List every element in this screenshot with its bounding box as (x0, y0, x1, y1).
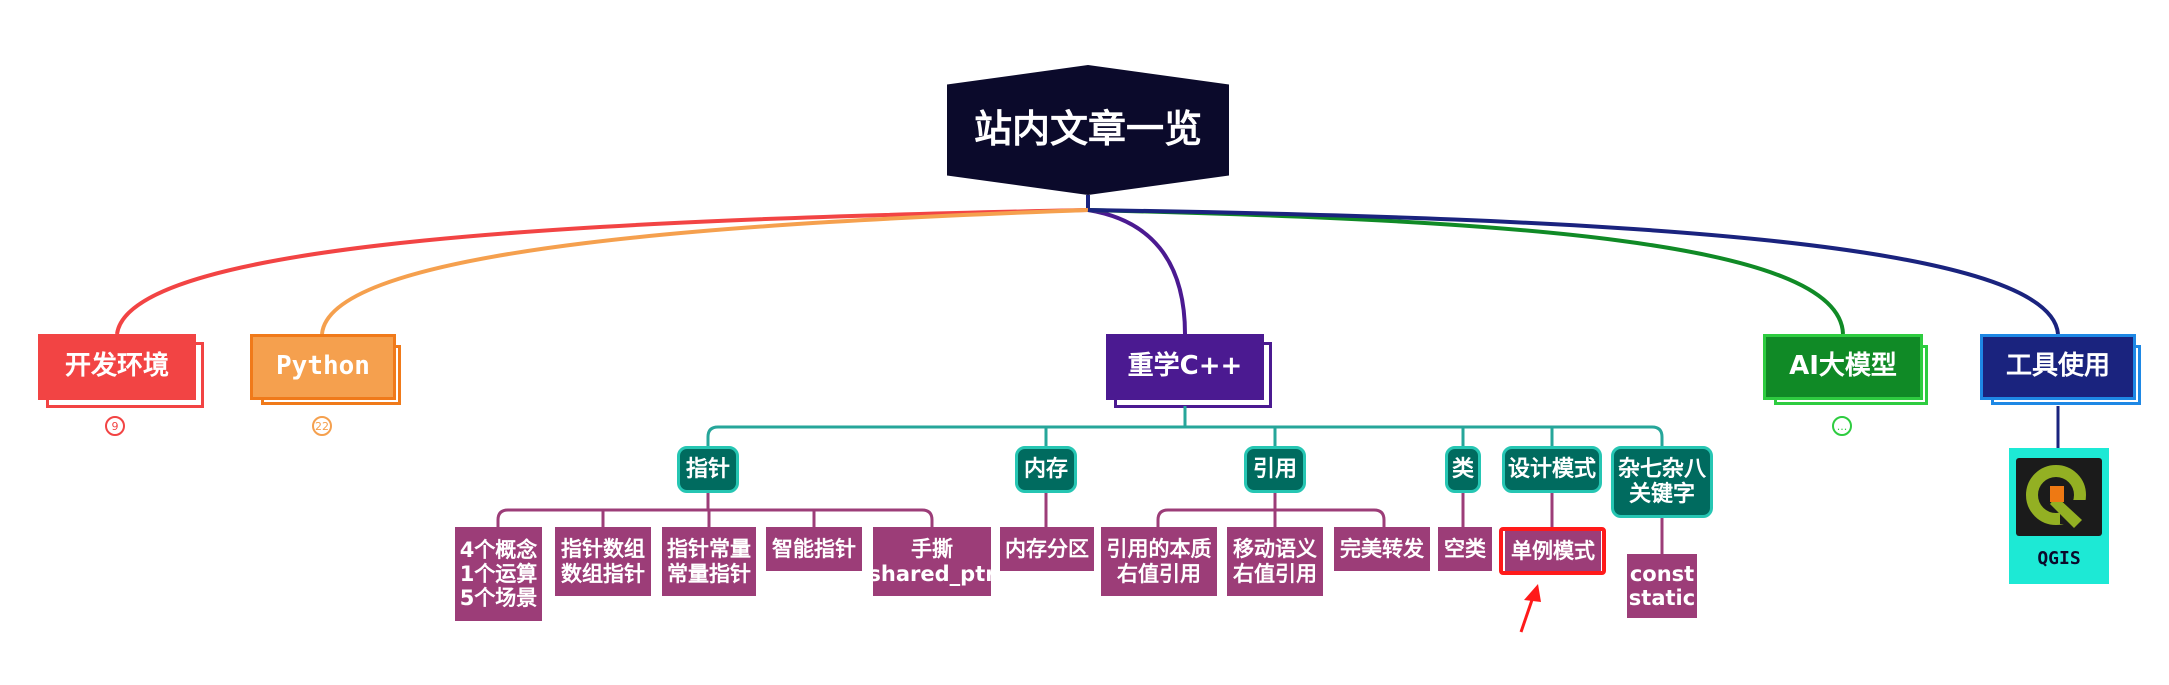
branch-cpp[interactable]: 重学C++ (1106, 334, 1272, 408)
article-pointer-const[interactable]: 指针常量 常量指针 (662, 527, 756, 596)
article-rvalue-ref[interactable]: 引用的本质 右值引用 (1101, 527, 1217, 596)
article-singleton[interactable]: 单例模式 (1505, 531, 1601, 571)
article-label: 完美转发 (1340, 536, 1424, 561)
article-shared-ptr[interactable]: 手撕 shared_ptr (868, 527, 996, 596)
article-label: 4个概念 1个运算 5个场景 (459, 537, 538, 611)
branch-tools[interactable]: 工具使用 (1980, 334, 2141, 405)
article-const-static[interactable]: const static (1627, 554, 1697, 618)
article-label: const static (1628, 561, 1696, 610)
topic-label: 内存 (1023, 456, 1068, 482)
topic-class[interactable]: 类 (1445, 446, 1481, 493)
count-text: 22 (315, 419, 329, 433)
count-text: ... (1836, 419, 1848, 433)
annotation-arrow (1519, 584, 1541, 633)
topic-label: 指针 (685, 456, 730, 482)
topic-label: 设计模式 (1507, 456, 1596, 482)
article-label: 内存分区 (1005, 536, 1089, 561)
topic-design-patterns[interactable]: 设计模式 (1502, 446, 1602, 493)
branch-dev-env[interactable]: 开发环境 (38, 334, 204, 408)
branch-label: 开发环境 (64, 351, 169, 382)
article-move-semantics[interactable]: 移动语义 右值引用 (1227, 527, 1323, 596)
topic-reference[interactable]: 引用 (1244, 446, 1306, 493)
topic-label: 引用 (1252, 456, 1297, 482)
collapsed-count-badge[interactable]: 9 (105, 416, 125, 436)
article-label: 指针常量 常量指针 (667, 537, 751, 586)
branch-label: AI大模型 (1789, 351, 1897, 382)
topic-label: 杂七杂八 关键字 (1617, 456, 1706, 507)
qgis-logo-icon (2016, 458, 2102, 536)
topic-label: 类 (1451, 456, 1474, 482)
article-label: 空类 (1444, 536, 1486, 561)
tool-label: QGIS (2037, 548, 2081, 569)
topic-memory[interactable]: 内存 (1015, 446, 1077, 493)
article-perfect-forwarding[interactable]: 完美转发 (1334, 527, 1430, 571)
article-label: 指针数组 数组指针 (561, 537, 645, 586)
article-pointer-array[interactable]: 指针数组 数组指针 (555, 527, 651, 596)
article-label: 引用的本质 右值引用 (1106, 537, 1212, 586)
branch-label: 重学C++ (1127, 351, 1243, 382)
article-pointer-concepts[interactable]: 4个概念 1个运算 5个场景 (455, 527, 542, 621)
article-smart-pointer[interactable]: 智能指针 (766, 527, 862, 571)
topic-pointer[interactable]: 指针 (677, 446, 739, 493)
branch-label: Python (276, 351, 370, 382)
branch-ai[interactable]: AI大模型 (1763, 334, 1928, 405)
article-label: 手撕 shared_ptr (868, 537, 996, 586)
article-label: 单例模式 (1511, 538, 1595, 563)
branch-python[interactable]: Python (250, 334, 401, 405)
article-memory-layout[interactable]: 内存分区 (1000, 527, 1094, 571)
root-node[interactable]: 站内文章一览 (947, 65, 1229, 195)
article-label: 智能指针 (772, 536, 856, 561)
tool-qgis[interactable]: QGIS (2009, 448, 2109, 584)
collapsed-count-badge[interactable]: 22 (312, 416, 332, 436)
count-text: 9 (111, 419, 119, 433)
branch-label: 工具使用 (2005, 351, 2110, 382)
topic-misc[interactable]: 杂七杂八 关键字 (1611, 446, 1713, 518)
article-label: 移动语义 右值引用 (1233, 537, 1317, 586)
singleton-highlight-box (1499, 527, 1606, 575)
collapsed-count-badge[interactable]: ... (1832, 416, 1852, 436)
root-title: 站内文章一览 (973, 107, 1202, 152)
article-empty-class[interactable]: 空类 (1438, 527, 1492, 571)
